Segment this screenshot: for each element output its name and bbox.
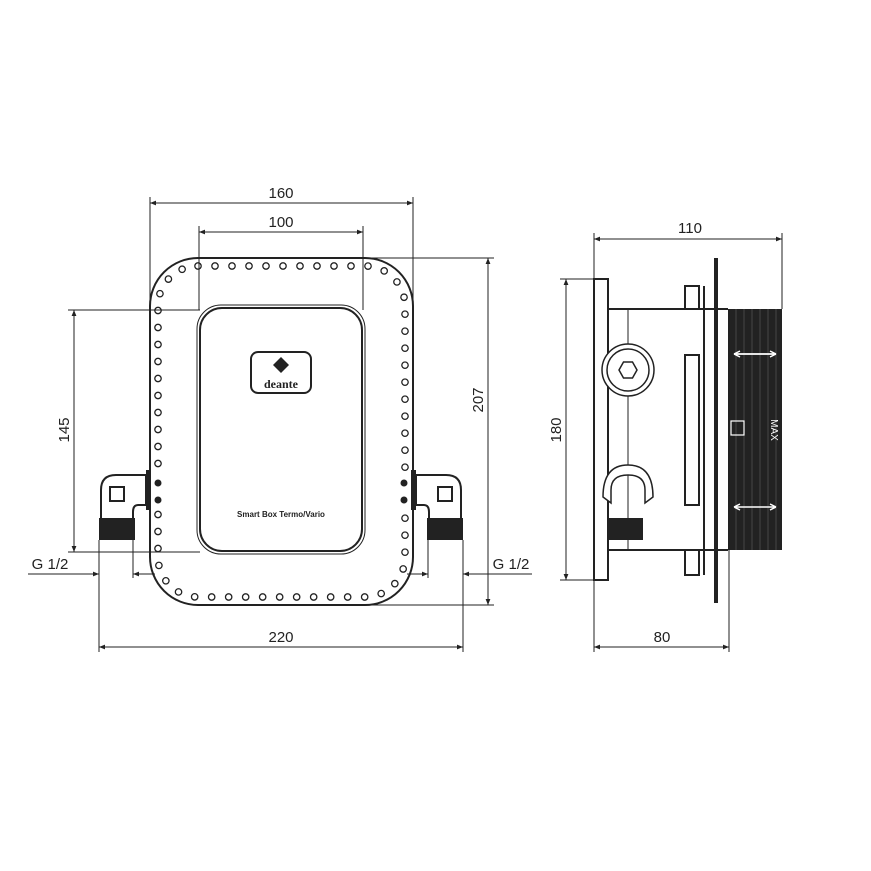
dim-207: 207 [470,387,487,412]
frame-hole [154,459,162,468]
frame-hole [390,579,399,588]
frame-hole [377,589,386,598]
frame-hole [309,593,318,601]
left-fitting [99,470,162,540]
dim-145: 145 [56,417,73,442]
mounting-frame [149,257,414,606]
ribbed-body [728,309,782,550]
frame-hole [401,310,409,319]
frame-hole [154,425,162,434]
side-view: MAX 110 180 80 [548,220,783,652]
left-nut [99,518,135,540]
frame-hole [154,510,162,519]
frame-hole [258,593,267,601]
frame-hole [228,262,236,270]
frame-hole [401,361,409,370]
dim-160: 160 [268,185,293,202]
dim-220: 220 [268,629,293,646]
frame-hole [296,262,304,270]
dim-g12-right: G 1/2 [493,556,530,573]
frame-hole [401,378,409,387]
frame-hole [399,565,408,573]
brand-logo-text: deante [264,377,299,391]
front-flange [593,278,609,581]
frame-hole [164,275,173,283]
frame-hole [401,463,409,472]
slot [684,354,700,506]
frame-hole [330,262,338,270]
min-marker [730,420,745,436]
frame-hole [154,340,162,349]
frame-hole [360,593,369,601]
frame-hole [154,391,162,400]
frame-hole [347,262,355,270]
brand-logo: deante [250,351,312,394]
frame-hole [401,429,409,438]
frame-holes [154,262,409,601]
adjust-arrow-icon [733,503,777,511]
frame-hole [241,593,250,601]
max-marker: MAX [768,419,779,441]
frame-hole [401,327,409,336]
cover-outer [196,304,366,555]
frame-hole [380,267,389,275]
frame-hole [154,374,162,383]
frame-hole [154,357,162,366]
frame-hole [401,531,409,540]
frame-hole [156,289,164,298]
frame-hole [194,262,202,270]
side-dimension-lines [560,233,783,652]
frame-hole [190,593,199,601]
frame-hole [275,593,284,601]
side-fitting [602,464,654,540]
frame-hole [343,593,352,601]
dim-180: 180 [548,417,565,442]
frame-hole [154,408,162,417]
frame-hole [400,293,408,302]
frame-hole [313,262,321,270]
frame-hole [393,278,401,286]
mounting-plate [714,258,718,603]
product-label: Smart Box Termo/Vario [237,510,325,519]
dimension-lines [28,197,532,652]
frame-hole [279,262,287,270]
frame-hole [401,412,409,421]
frame-hole [162,576,170,585]
frame-hole [155,561,163,570]
frame-hole [326,593,335,601]
frame-hole [178,265,186,274]
front-view: deante Smart Box Termo/Vario [28,185,532,652]
adjust-arrow-icon [733,350,777,358]
frame-hole [292,593,301,601]
frame-hole [401,514,409,523]
right-fitting [400,470,463,540]
frame-hole [154,544,162,553]
dim-g12-left: G 1/2 [32,556,69,573]
hex-plug [601,343,655,397]
frame-hole [224,593,233,601]
frame-hole [207,593,216,601]
frame-hole [245,262,253,270]
frame-hole [154,442,162,451]
frame-hole [401,548,409,557]
frame-hole [401,344,409,353]
frame-hole [401,446,409,455]
frame-hole [364,262,372,270]
dim-100: 100 [268,214,293,231]
frame-hole [154,527,162,536]
frame-hole [262,262,270,270]
frame-hole [154,323,162,332]
cover-plate [199,307,363,552]
dim-80: 80 [654,629,671,646]
frame-hole [174,588,183,596]
dim-110: 110 [678,220,702,237]
frame-hole [211,262,219,270]
frame-hole [401,395,409,404]
